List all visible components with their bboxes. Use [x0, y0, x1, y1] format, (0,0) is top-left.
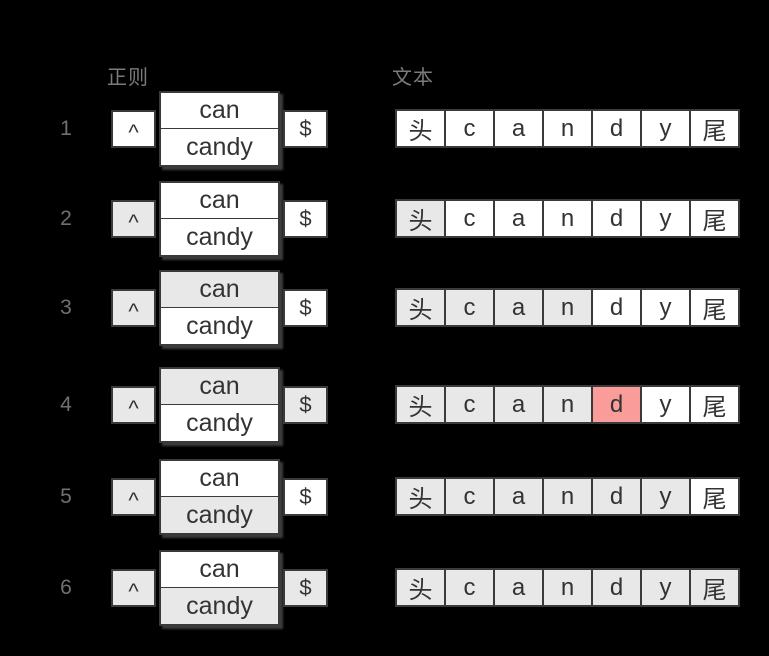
dollar-anchor-box: $: [283, 569, 328, 607]
row-number: 2: [60, 207, 72, 230]
alt-option-candy: candy: [161, 308, 278, 344]
diagram-row: 5 ^ can candy $ 头 c a n d y 尾: [0, 459, 769, 535]
text-cell: n: [542, 199, 593, 238]
caret-anchor-box: ^: [111, 110, 156, 148]
diagram-row: 1 ^ can candy $ 头 c a n d y 尾: [0, 91, 769, 167]
regex-column-label: 正则: [107, 67, 149, 89]
text-cell: n: [542, 109, 593, 148]
text-cell: d: [591, 568, 642, 607]
alternation-box: can candy: [159, 550, 280, 626]
text-cell: y: [640, 385, 691, 424]
row-number: 4: [60, 393, 72, 416]
text-cell: y: [640, 477, 691, 516]
alt-option-candy: candy: [161, 129, 278, 165]
text-cell: 尾: [689, 568, 740, 607]
alt-option-can: can: [161, 369, 278, 405]
alt-option-can: can: [161, 272, 278, 308]
alternation-box: can candy: [159, 181, 280, 257]
text-cell: 尾: [689, 199, 740, 238]
alt-option-candy: candy: [161, 405, 278, 441]
alternation-box: can candy: [159, 270, 280, 346]
dollar-anchor-box: $: [283, 200, 328, 238]
text-cell: 头: [395, 477, 446, 516]
alt-option-can: can: [161, 183, 278, 219]
text-cell: c: [444, 385, 495, 424]
row-number: 6: [60, 576, 72, 599]
dollar-anchor-box: $: [283, 386, 328, 424]
text-cell: a: [493, 568, 544, 607]
text-cell: 头: [395, 288, 446, 327]
text-cell: a: [493, 477, 544, 516]
text-cell: d: [591, 477, 642, 516]
alternation-box: can candy: [159, 367, 280, 443]
dollar-anchor-box: $: [283, 478, 328, 516]
diagram-row: 3 ^ can candy $ 头 c a n d y 尾: [0, 270, 769, 346]
caret-anchor-box: ^: [111, 569, 156, 607]
text-cell: 头: [395, 385, 446, 424]
alt-option-can: can: [161, 552, 278, 588]
text-strip: 头 c a n d y 尾: [395, 109, 740, 148]
text-strip: 头 c a n d y 尾: [395, 288, 740, 327]
caret-anchor-box: ^: [111, 386, 156, 424]
alternation-box: can candy: [159, 459, 280, 535]
text-cell: y: [640, 199, 691, 238]
text-strip: 头 c a n d y 尾: [395, 199, 740, 238]
text-cell: 尾: [689, 477, 740, 516]
row-number: 3: [60, 296, 72, 319]
text-cell: n: [542, 288, 593, 327]
dollar-anchor-box: $: [283, 110, 328, 148]
text-cell: 头: [395, 199, 446, 238]
text-cell: d: [591, 199, 642, 238]
text-cell: y: [640, 568, 691, 607]
alt-option-can: can: [161, 93, 278, 129]
text-cell: 尾: [689, 109, 740, 148]
caret-anchor-box: ^: [111, 200, 156, 238]
text-cell: 头: [395, 568, 446, 607]
alt-option-candy: candy: [161, 588, 278, 624]
text-strip: 头 c a n d y 尾: [395, 568, 740, 607]
text-cell: a: [493, 385, 544, 424]
text-cell: c: [444, 199, 495, 238]
text-cell: a: [493, 109, 544, 148]
row-number: 1: [60, 117, 72, 140]
text-cell: a: [493, 199, 544, 238]
text-cell: c: [444, 109, 495, 148]
text-cell: n: [542, 477, 593, 516]
text-cell: y: [640, 109, 691, 148]
text-cell: 头: [395, 109, 446, 148]
text-cell-mismatch: d: [591, 385, 642, 424]
text-strip: 头 c a n d y 尾: [395, 477, 740, 516]
text-cell: 尾: [689, 385, 740, 424]
diagram-row: 6 ^ can candy $ 头 c a n d y 尾: [0, 550, 769, 626]
text-cell: n: [542, 568, 593, 607]
alternation-box: can candy: [159, 91, 280, 167]
text-cell: 尾: [689, 288, 740, 327]
text-strip: 头 c a n d y 尾: [395, 385, 740, 424]
text-cell: y: [640, 288, 691, 327]
text-cell: a: [493, 288, 544, 327]
text-column-label: 文本: [392, 67, 434, 89]
dollar-anchor-box: $: [283, 289, 328, 327]
caret-anchor-box: ^: [111, 478, 156, 516]
text-cell: d: [591, 288, 642, 327]
text-cell: c: [444, 288, 495, 327]
text-cell: c: [444, 568, 495, 607]
diagram-row: 4 ^ can candy $ 头 c a n d y 尾: [0, 367, 769, 443]
alt-option-candy: candy: [161, 497, 278, 533]
alt-option-candy: candy: [161, 219, 278, 255]
diagram-row: 2 ^ can candy $ 头 c a n d y 尾: [0, 181, 769, 257]
text-cell: c: [444, 477, 495, 516]
caret-anchor-box: ^: [111, 289, 156, 327]
text-cell: d: [591, 109, 642, 148]
alt-option-can: can: [161, 461, 278, 497]
text-cell: n: [542, 385, 593, 424]
row-number: 5: [60, 485, 72, 508]
